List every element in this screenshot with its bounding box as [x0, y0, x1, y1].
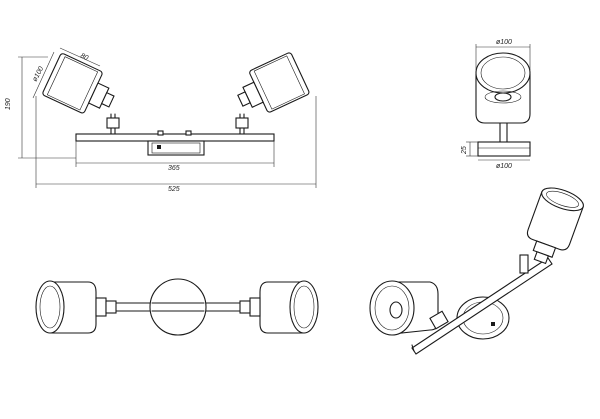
dim-front-height: 190 — [5, 98, 12, 110]
front-screw-left — [157, 130, 164, 136]
front-view: 190 365 525 ø100 80 — [5, 47, 317, 193]
dim-front-overall-width: 525 — [168, 186, 180, 193]
front-base-box — [147, 140, 205, 156]
dim-front-shade-depth: 80 — [79, 52, 89, 62]
persp-spot-lower — [369, 280, 449, 336]
top-spot-right — [239, 280, 319, 334]
side-bulb — [494, 92, 512, 102]
side-shade-rim — [475, 52, 531, 94]
front-joint-left — [106, 117, 120, 129]
dim-side-shade-diameter: ø100 — [496, 39, 512, 46]
dim-side-base-diameter: ø100 — [496, 163, 512, 170]
front-joint-right — [235, 117, 249, 129]
dim-front-bar-length: 365 — [168, 165, 180, 172]
perspective-view — [369, 187, 584, 355]
dim-side-base-height: 25 — [461, 146, 468, 155]
side-view: ø100 ø100 25 — [461, 39, 531, 170]
top-spot-left — [35, 280, 117, 334]
persp-arm-upper — [519, 254, 529, 274]
front-dimensions — [18, 47, 317, 188]
front-spot-left — [42, 53, 115, 114]
top-base-disc — [149, 278, 207, 336]
front-screw-right — [185, 130, 192, 136]
persp-bar — [411, 257, 553, 355]
front-bar — [75, 133, 275, 142]
front-switch — [157, 145, 161, 149]
persp-spot-upper — [526, 187, 584, 265]
top-view — [35, 278, 319, 336]
dim-front-shade-diameter: ø100 — [32, 65, 46, 82]
side-shade-body — [475, 73, 531, 124]
side-base — [477, 141, 531, 157]
front-spot-right — [237, 52, 310, 113]
front-base-inner — [151, 142, 201, 154]
